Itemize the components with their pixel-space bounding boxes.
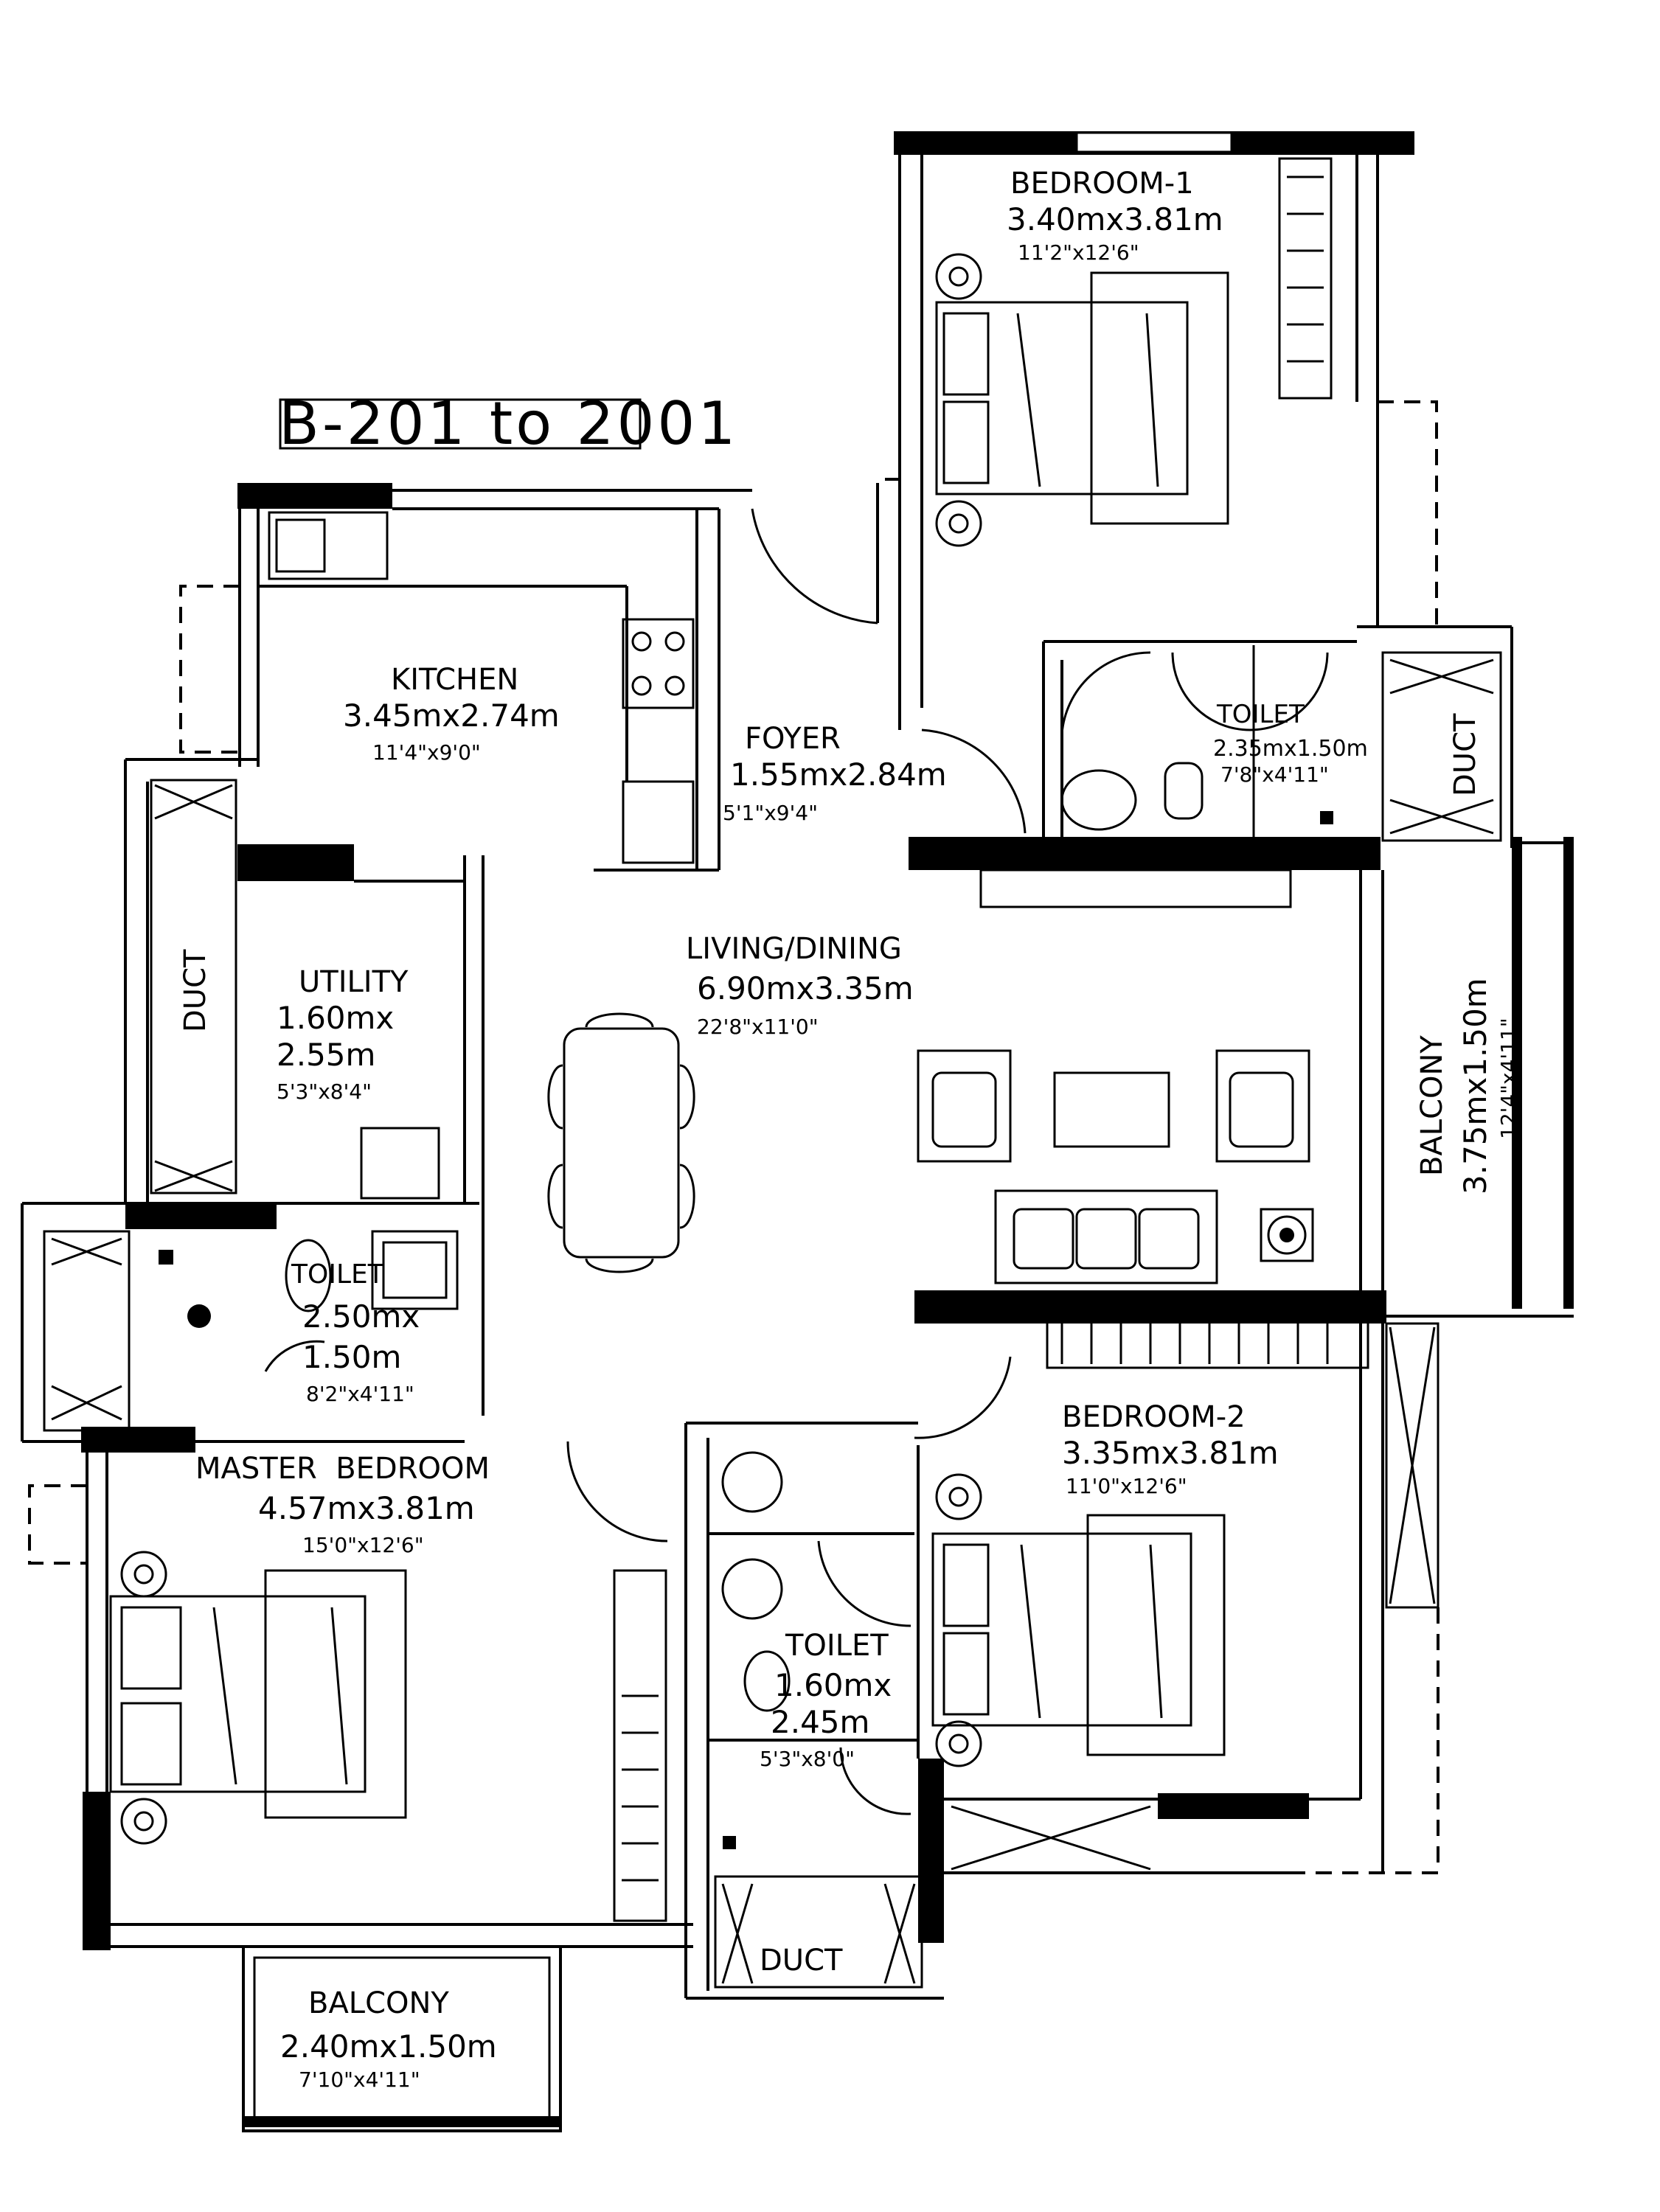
svg-text:BEDROOM-1: BEDROOM-1	[1010, 167, 1194, 201]
svg-text:2.50mx: 2.50mx	[302, 1298, 420, 1335]
armchair-left	[917, 1049, 1012, 1163]
svg-text:15'0"x12'6": 15'0"x12'6"	[302, 1533, 424, 1557]
kitchen-stove	[622, 618, 695, 709]
svg-text:2.35mx1.50m: 2.35mx1.50m	[1213, 736, 1368, 762]
room-label-kitchen: KITCHEN 3.45mx2.74m 11'4"x9'0"	[343, 663, 560, 765]
svg-text:TOILET: TOILET	[1216, 700, 1305, 729]
coffee-table	[1053, 1071, 1170, 1148]
svg-text:1.50m: 1.50m	[302, 1339, 401, 1375]
svg-text:4.57mx3.81m: 4.57mx3.81m	[258, 1490, 475, 1526]
title-box	[279, 398, 642, 450]
svg-text:2.45m: 2.45m	[771, 1704, 869, 1740]
wardrobe-hatch	[1287, 175, 1324, 363]
room-label-balcony-bottom: BALCONY 2.40mx1.50m 7'10"x4'11"	[280, 1986, 497, 2092]
sofa	[994, 1189, 1218, 1284]
plan-title: B-201 to 2001	[279, 389, 738, 458]
svg-text:2.55m: 2.55m	[277, 1037, 375, 1073]
svg-text:5'3"x8'4": 5'3"x8'4"	[277, 1079, 372, 1104]
bed-bedroom1	[1090, 271, 1229, 525]
svg-text:3.40mx3.81m: 3.40mx3.81m	[1007, 201, 1223, 237]
furniture	[109, 253, 1333, 1849]
walls	[21, 131, 1574, 2132]
svg-text:1.60mx: 1.60mx	[774, 1667, 892, 1703]
svg-text:3.45mx2.74m: 3.45mx2.74m	[343, 698, 560, 734]
svg-text:5'3"x8'0": 5'3"x8'0"	[760, 1747, 855, 1771]
svg-text:8'2"x4'11": 8'2"x4'11"	[306, 1382, 414, 1406]
svg-text:TOILET: TOILET	[785, 1629, 889, 1663]
svg-text:5'1"x9'4": 5'1"x9'4"	[723, 801, 818, 825]
svg-text:UTILITY: UTILITY	[299, 965, 409, 999]
room-label-toilet-bedroom2: TOILET 1.60mx 2.45m 5'3"x8'0"	[760, 1629, 892, 1771]
bed-master	[264, 1569, 407, 1819]
room-label-balcony-right: BALCONY 3.75mx1.50m 12'4"x4'11"	[1415, 978, 1521, 1194]
svg-text:1.60mx: 1.60mx	[277, 1000, 394, 1036]
svg-text:TOILET: TOILET	[291, 1259, 385, 1290]
svg-text:MASTER BEDROOM: MASTER BEDROOM	[195, 1452, 490, 1486]
duct-label-left: DUCT	[178, 949, 212, 1032]
duct-label-right: DUCT	[1448, 713, 1482, 796]
room-label-living: LIVING/DINING 6.90mx3.35m 22'8"x11'0"	[686, 932, 914, 1039]
svg-text:1.55mx2.84m: 1.55mx2.84m	[730, 757, 947, 793]
svg-text:12'4"x4'11": 12'4"x4'11"	[1496, 1018, 1521, 1139]
door-swings	[264, 508, 1329, 1815]
svg-text:22'8"x11'0": 22'8"x11'0"	[697, 1015, 819, 1039]
dining-table	[563, 1027, 680, 1259]
room-label-bedroom1: BEDROOM-1 3.40mx3.81m 11'2"x12'6"	[1007, 167, 1223, 265]
kitchen-sink	[268, 511, 389, 580]
svg-text:6.90mx3.35m: 6.90mx3.35m	[697, 970, 914, 1006]
svg-text:FOYER: FOYER	[745, 722, 841, 756]
svg-text:2.40mx1.50m: 2.40mx1.50m	[280, 2028, 497, 2065]
svg-text:11'2"x12'6": 11'2"x12'6"	[1018, 240, 1139, 265]
svg-text:BALCONY: BALCONY	[308, 1986, 449, 2020]
duct-label-bottom: DUCT	[760, 1944, 843, 1978]
room-label-master-bedroom: MASTER BEDROOM 4.57mx3.81m 15'0"x12'6"	[195, 1452, 490, 1557]
svg-text:LIVING/DINING: LIVING/DINING	[686, 932, 902, 966]
svg-text:11'0"x12'6": 11'0"x12'6"	[1066, 1474, 1187, 1498]
svg-text:BEDROOM-2: BEDROOM-2	[1062, 1400, 1246, 1434]
svg-text:BALCONY: BALCONY	[1415, 1035, 1449, 1176]
room-label-toilet-master: TOILET 2.50mx 1.50m 8'2"x4'11"	[291, 1259, 420, 1406]
room-label-toilet-bedroom1: TOILET 2.35mx1.50m 7'8"x4'11"	[1213, 700, 1368, 787]
armchair-right	[1215, 1049, 1310, 1163]
room-label-utility: UTILITY 1.60mx 2.55m 5'3"x8'4"	[277, 965, 409, 1104]
svg-text:11'4"x9'0": 11'4"x9'0"	[372, 740, 481, 765]
svg-text:3.35mx3.81m: 3.35mx3.81m	[1062, 1435, 1279, 1471]
svg-text:7'8"x4'11": 7'8"x4'11"	[1220, 762, 1329, 787]
room-label-foyer: FOYER 1.55mx2.84m 5'1"x9'4"	[723, 722, 947, 825]
bed-bedroom2	[1086, 1514, 1226, 1756]
svg-text:7'10"x4'11": 7'10"x4'11"	[299, 2067, 420, 2092]
svg-text:3.75mx1.50m: 3.75mx1.50m	[1457, 978, 1493, 1194]
room-label-bedroom2: BEDROOM-2 3.35mx3.81m 11'0"x12'6"	[1062, 1400, 1279, 1498]
svg-text:KITCHEN: KITCHEN	[391, 663, 518, 697]
